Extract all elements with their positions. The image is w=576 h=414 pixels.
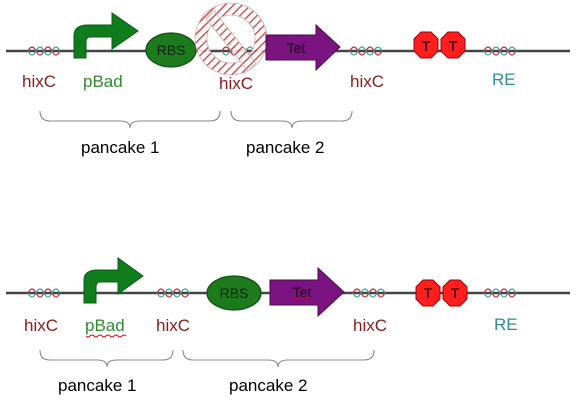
terminator-2: T: [440, 31, 466, 59]
hix-site-left: [27, 288, 61, 298]
tet-gene: Tet: [265, 23, 341, 72]
terminator-2: T: [442, 279, 468, 307]
terminator-1-label: T: [422, 38, 431, 54]
label-hix-mid: hixC: [219, 74, 253, 93]
construct-bottom: RBS Tet T T hixC pBad hixC: [6, 257, 570, 395]
hix-site-right: [349, 46, 383, 56]
terminator-1: T: [413, 31, 439, 59]
label-pbad: pBad: [83, 72, 123, 91]
rbs-part: RBS: [145, 32, 197, 68]
brace-pancake-1: [39, 110, 221, 129]
rbs-label: RBS: [157, 42, 186, 58]
brace-pancake-2: [230, 110, 353, 129]
hix-site-mid: [156, 288, 190, 298]
label-re: RE: [492, 70, 516, 89]
terminator-1-label: T: [424, 285, 433, 301]
hix-site-right: [352, 288, 386, 298]
terminator-2-label: T: [451, 285, 460, 301]
label-re: RE: [494, 315, 518, 334]
label-pbad: pBad: [85, 316, 125, 335]
label-hix-right: hixC: [350, 72, 384, 91]
label-pancake-1: pancake 1: [58, 376, 136, 395]
spellcheck-underline: [291, 297, 313, 301]
brace-pancake-2: [182, 349, 375, 368]
hix-site-left: [27, 46, 61, 56]
label-pancake-2: pancake 2: [229, 376, 307, 395]
re-site: [483, 288, 517, 298]
label-hix-mid: hixC: [156, 316, 190, 335]
rbs-label: RBS: [220, 285, 249, 301]
spellcheck-underline: [85, 334, 127, 338]
terminator-1: T: [415, 279, 441, 307]
re-site: [483, 46, 517, 56]
rbs-part: RBS: [206, 275, 262, 311]
terminator-2-label: T: [449, 38, 458, 54]
pbad-promoter-icon: [73, 12, 139, 59]
label-hix-right: hixC: [353, 316, 387, 335]
label-pancake-2: pancake 2: [246, 138, 324, 157]
tet-label: Tet: [293, 284, 312, 300]
tet-gene: Tet: [269, 266, 345, 318]
label-hix-left: hixC: [22, 72, 56, 91]
prohibition-icon: [194, 2, 268, 76]
construct-top: RBS Tet T T: [6, 2, 570, 157]
brace-pancake-1: [39, 349, 174, 368]
label-pancake-1: pancake 1: [81, 138, 159, 157]
label-hix-left: hixC: [24, 316, 58, 335]
tet-label: Tet: [287, 40, 306, 56]
pbad-promoter-icon: [83, 257, 144, 304]
